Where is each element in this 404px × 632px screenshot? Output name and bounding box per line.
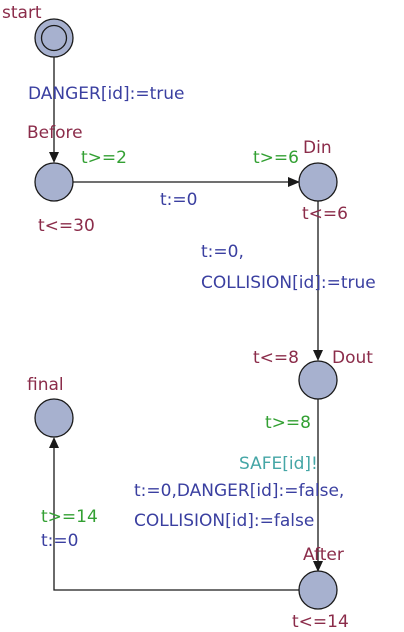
din-name: Din	[303, 138, 332, 158]
dout-after-guard: t>=8	[265, 413, 311, 433]
dout-after-assignment-2: COLLISION[id]:=false	[134, 511, 314, 531]
edge-after-final	[49, 437, 300, 591]
before-din-guard-din: t>=6	[253, 148, 299, 168]
din-dout-assignment-2: COLLISION[id]:=true	[201, 273, 376, 293]
dout-invariant: t<=8	[253, 348, 299, 368]
before-name: Before	[27, 123, 83, 143]
final-name: final	[27, 375, 64, 395]
before-din-assignment: t:=0	[160, 190, 197, 210]
location-before	[34, 162, 74, 202]
edge-start-before	[49, 57, 59, 163]
din-dout-assignment-1: t:=0,	[201, 242, 244, 262]
edge-din-dout	[313, 200, 323, 361]
after-final-guard: t>=14	[41, 507, 98, 527]
before-invariant: t<=30	[38, 216, 95, 236]
dout-after-assignment-1: t:=0,DANGER[id]:=false,	[134, 481, 344, 501]
edge-dout-after	[313, 398, 323, 572]
before-din-guard-before: t>=2	[81, 148, 127, 168]
start-name: start	[2, 3, 42, 23]
dout-after-sync: SAFE[id]!	[239, 454, 318, 474]
din-invariant: t<=6	[302, 204, 348, 224]
after-name: After	[303, 545, 344, 565]
edge-before-din	[73, 177, 300, 187]
location-after	[298, 570, 338, 610]
location-final	[34, 398, 74, 438]
after-final-assignment: t:=0	[41, 531, 78, 551]
after-invariant: t<=14	[292, 612, 349, 632]
start-before-assignment: DANGER[id]:=true	[28, 84, 185, 104]
location-dout	[298, 360, 338, 400]
location-din	[298, 162, 338, 202]
location-start	[34, 18, 74, 58]
dout-name: Dout	[332, 348, 373, 368]
